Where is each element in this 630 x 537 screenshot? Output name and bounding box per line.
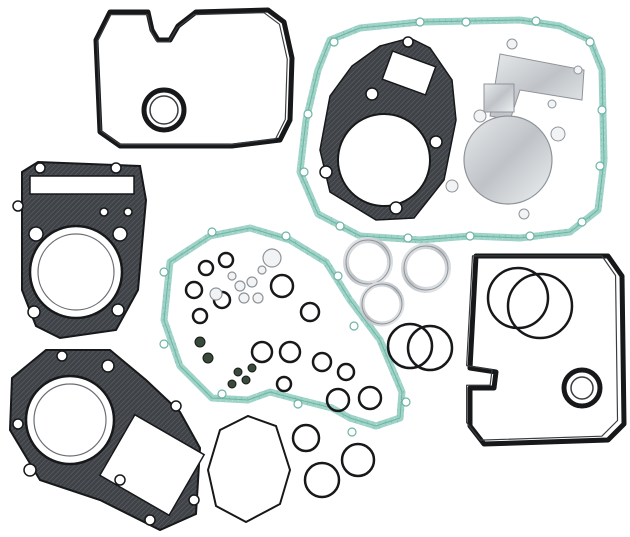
metal-ring-set: [343, 237, 451, 327]
large-o-rings-center: [386, 322, 454, 372]
copper-washer-assortment: [209, 248, 282, 304]
cylinder-head-gasket-left-upper: [12, 160, 148, 340]
cover-gasket-lower-center: [206, 414, 292, 524]
o-ring-assortment: [184, 251, 383, 499]
large-o-rings-right: [486, 266, 574, 340]
valve-cover-gasket-top-left: [93, 7, 295, 149]
cylinder-head-gasket-left-lower: [8, 349, 206, 532]
cylinder-base-gasket: [319, 36, 457, 221]
steel-shim-plates: [445, 38, 585, 220]
valve-cover-gasket-right: [466, 253, 627, 447]
seal-washers-green: [194, 336, 257, 389]
clutch-cover-gasket-center: [159, 224, 411, 437]
crankcase-gasket-top-right: [296, 16, 608, 244]
